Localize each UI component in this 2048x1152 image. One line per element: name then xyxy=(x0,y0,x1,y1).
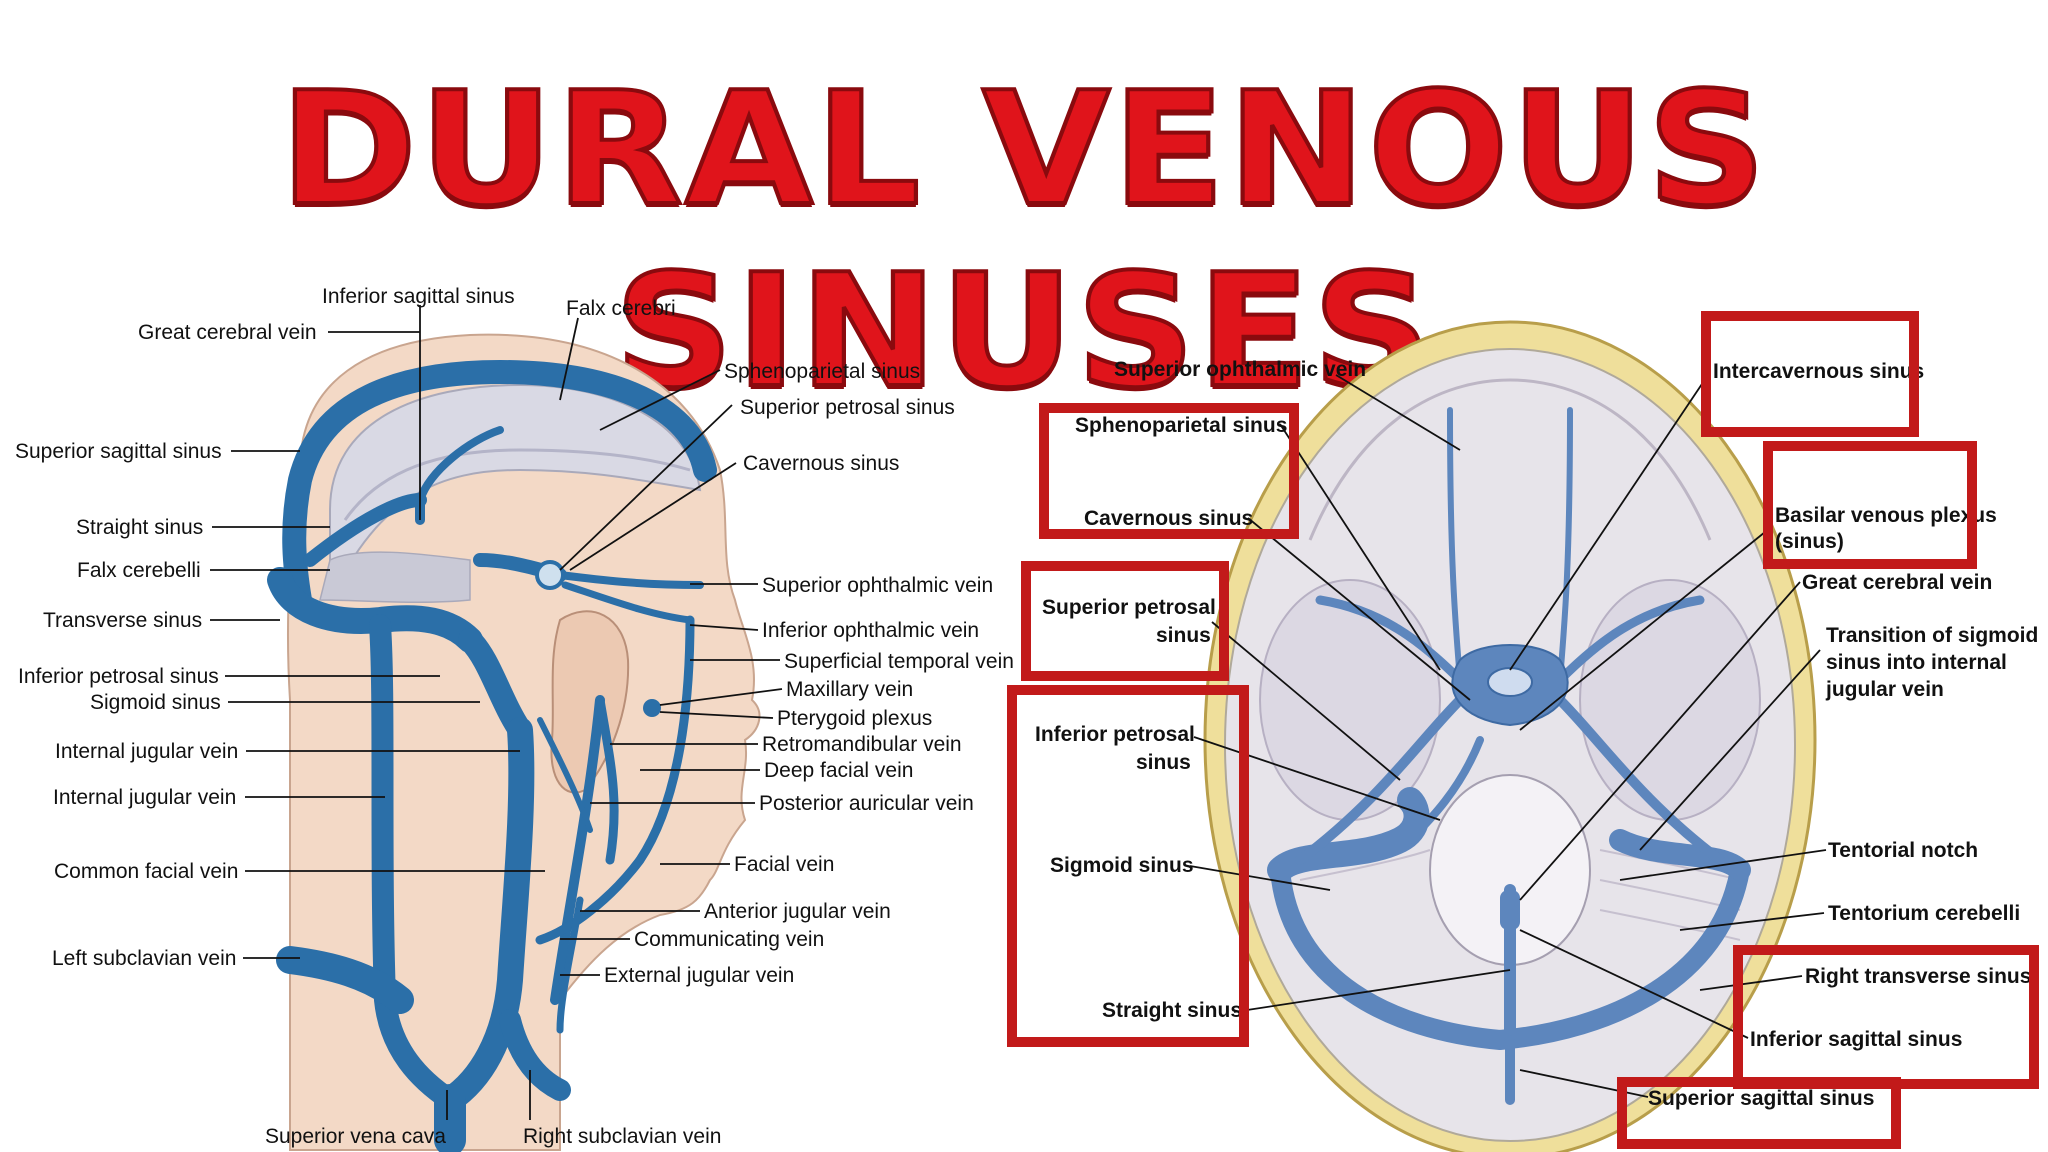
left-internal-jugular xyxy=(369,614,461,1111)
label-falx-cerebelli: Falx cerebelli xyxy=(77,559,201,582)
retromandibular-vein xyxy=(595,695,619,865)
label-left-subclavian-vein: Left subclavian vein xyxy=(52,947,236,970)
label-retromandibular-vein: Retromandibular vein xyxy=(762,733,962,756)
label-pterygoid-plexus: Pterygoid plexus xyxy=(777,707,932,730)
internal-jugular-vein xyxy=(437,717,535,1113)
label-maxillary-vein: Maxillary vein xyxy=(786,678,913,701)
label-transverse-sinus: Transverse sinus xyxy=(43,609,202,632)
posterior-auricular-vein xyxy=(537,717,593,833)
label-inferior-petrosal-sinus: Inferior petrosal sinus xyxy=(18,665,219,688)
highlight-intercavernous xyxy=(1701,311,1919,437)
right-leader-lines xyxy=(1189,371,1827,1098)
label-basilar-venous-plexus-1: Basilar venous plexus xyxy=(1775,504,1997,527)
label-straight-sinus-r: Straight sinus xyxy=(1102,999,1242,1022)
label-inferior-petrosal-sinus-r2: sinus xyxy=(1136,751,1191,774)
superior-ophthalmic-vein xyxy=(556,571,704,589)
label-superior-petrosal-sinus-r1: Superior petrosal xyxy=(1042,596,1216,619)
label-external-jugular-vein: External jugular vein xyxy=(604,964,794,987)
label-internal-jugular-vein-lower: Internal jugular vein xyxy=(53,786,236,809)
left-labels: Inferior sagittal sinus Falx cerebri Gre… xyxy=(15,285,1014,1148)
falx-cerebri-area xyxy=(329,383,702,601)
ophthalmic-veins xyxy=(1447,407,1463,683)
sphenoparietal-left xyxy=(1555,595,1705,685)
label-inferior-sagittal-sinus: Inferior sagittal sinus xyxy=(322,285,515,308)
pituitary xyxy=(1487,667,1533,697)
label-posterior-auricular-vein: Posterior auricular vein xyxy=(759,792,974,815)
label-common-facial-vein: Common facial vein xyxy=(54,860,238,883)
straight-sinus xyxy=(303,493,427,567)
highlight-superior-sagittal xyxy=(1617,1077,1901,1149)
label-transition-3: jugular vein xyxy=(1825,678,1944,701)
superior-sagittal-sinus xyxy=(282,360,717,612)
left-illustration: Inferior sagittal sinus Falx cerebri Gre… xyxy=(15,285,1014,1152)
label-great-cerebral-vein-r: Great cerebral vein xyxy=(1802,571,1992,594)
cavernous-knot xyxy=(535,560,565,590)
label-inferior-ophthalmic-vein: Inferior ophthalmic vein xyxy=(762,619,979,642)
label-cavernous-sinus-r: Cavernous sinus xyxy=(1084,507,1253,530)
inferior-petrosal xyxy=(1406,736,1484,844)
highlight-inferior-sigmoid-straight xyxy=(1007,685,1249,1047)
right-labels: Superior ophthalmic vein Intercavernous … xyxy=(1035,358,2038,1110)
highlight-superior-petrosal xyxy=(1021,561,1229,681)
superior-petrosal-left xyxy=(1555,695,1725,865)
label-superior-petrosal-sinus: Superior petrosal sinus xyxy=(740,396,955,419)
label-anterior-jugular-vein: Anterior jugular vein xyxy=(704,900,891,923)
external-jugular-vein xyxy=(550,695,605,1005)
skull-inner xyxy=(1224,348,1796,1142)
label-falx-cerebri: Falx cerebri xyxy=(566,297,676,320)
label-inferior-sagittal-sinus-r: Inferior sagittal sinus xyxy=(1750,1028,1962,1051)
inferior-ophthalmic-vein xyxy=(561,581,694,624)
label-transition-2: sinus into internal xyxy=(1826,651,2007,674)
highlight-sphenoparietal-cavernous xyxy=(1039,403,1299,539)
tentorium-area xyxy=(319,551,471,603)
right-transverse-sinus xyxy=(1270,860,1750,1050)
label-sigmoid-sinus: Sigmoid sinus xyxy=(90,691,221,714)
label-superficial-temporal-vein: Superficial temporal vein xyxy=(784,650,1014,673)
label-superior-vena-cava: Superior vena cava xyxy=(265,1125,446,1148)
right-subclavian-vein xyxy=(499,1009,571,1101)
label-right-transverse-sinus: Right transverse sinus xyxy=(1805,965,2031,988)
pterygoid-plexus xyxy=(643,699,661,717)
right-illustration: Superior ophthalmic vein Intercavernous … xyxy=(1007,311,2039,1152)
label-superior-sagittal-sinus: Superior sagittal sinus xyxy=(15,440,222,463)
label-superior-ophthalmic-vein: Superior ophthalmic vein xyxy=(762,574,993,597)
superior-petrosal-right xyxy=(1295,695,1465,865)
great-cerebral-vein xyxy=(1500,890,1520,930)
label-transition-1: Transition of sigmoid xyxy=(1826,624,2038,647)
label-internal-jugular-vein-upper: Internal jugular vein xyxy=(55,740,238,763)
label-superior-ophthalmic-vein-r: Superior ophthalmic vein xyxy=(1114,358,1366,381)
label-sphenoparietal-sinus-r: Sphenoparietal sinus xyxy=(1075,414,1287,437)
left-leader-lines xyxy=(210,305,783,1120)
left-subclavian-vein xyxy=(276,946,414,1014)
label-inferior-petrosal-sinus-r1: Inferior petrosal xyxy=(1035,723,1195,746)
inferior-sagittal-sinus xyxy=(416,426,504,504)
page-title: DURAL VENOUS SINUSES xyxy=(278,56,1769,424)
label-tentorial-notch: Tentorial notch xyxy=(1828,839,1978,862)
label-superior-sagittal-sinus-r: Superior sagittal sinus xyxy=(1648,1087,1874,1110)
label-superior-petrosal-sinus-r2: sinus xyxy=(1156,624,1211,647)
anterior-jugular-vein xyxy=(556,896,584,1034)
label-right-subclavian-vein: Right subclavian vein xyxy=(523,1125,721,1148)
label-great-cerebral-vein: Great cerebral vein xyxy=(138,321,317,344)
label-sigmoid-sinus-r: Sigmoid sinus xyxy=(1050,854,1194,877)
highlight-basilar-plexus xyxy=(1763,441,1977,569)
label-tentorium-cerebelli: Tentorium cerebelli xyxy=(1828,902,2020,925)
label-intercavernous-sinus: Intercavernous sinus xyxy=(1713,360,1924,383)
label-cavernous-sinus: Cavernous sinus xyxy=(743,452,899,475)
label-communicating-vein: Communicating vein xyxy=(634,928,824,951)
label-sphenoparietal-sinus: Sphenoparietal sinus xyxy=(724,360,920,383)
highlight-boxes xyxy=(1007,311,2039,1149)
sphenoparietal-right xyxy=(1315,595,1465,685)
label-straight-sinus: Straight sinus xyxy=(76,516,203,539)
label-deep-facial-vein: Deep facial vein xyxy=(764,759,913,782)
label-basilar-venous-plexus-2: (sinus) xyxy=(1775,530,1844,553)
label-facial-vein: Facial vein xyxy=(734,853,834,876)
